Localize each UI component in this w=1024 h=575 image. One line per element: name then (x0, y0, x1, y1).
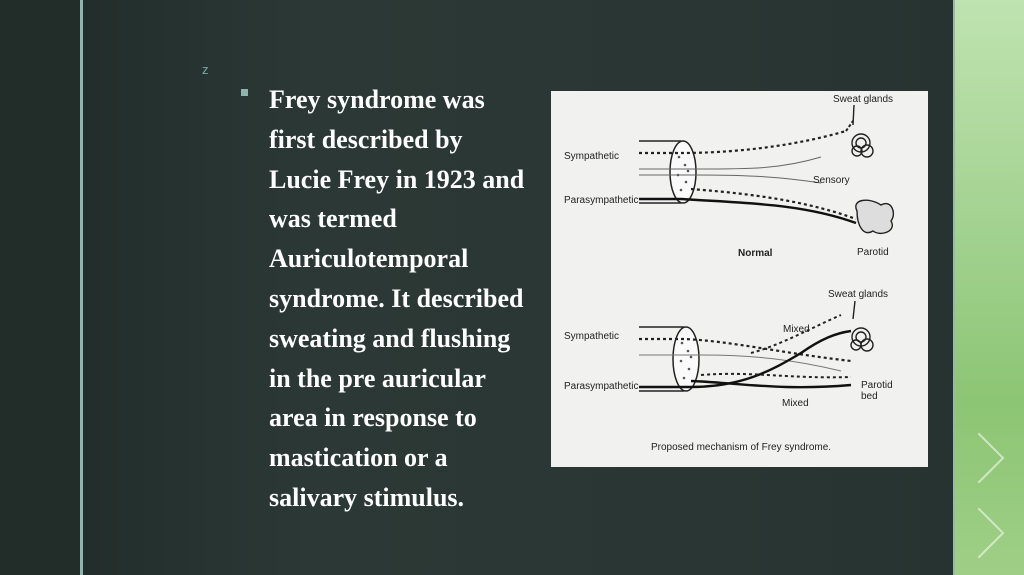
bullet-icon (241, 89, 248, 96)
frey-diagram: Sympathetic Parasympathetic Sweat glands… (564, 289, 893, 453)
right-accent-band (953, 0, 1024, 575)
nerve-diagram: Sympathetic Parasympathetic Sensory Swea… (564, 94, 895, 453)
left-rule (80, 0, 83, 575)
nerve-diagram-figure: Sympathetic Parasympathetic Sensory Swea… (551, 91, 928, 467)
nerve-trunk-normal (669, 140, 697, 204)
label-sweat-glands-normal: Sweat glands (833, 94, 893, 105)
caption-normal: Normal (738, 248, 773, 259)
right-rule (953, 0, 956, 575)
label-sweat-glands-frey: Sweat glands (828, 289, 888, 300)
normal-diagram: Sympathetic Parasympathetic Sensory Swea… (564, 94, 895, 259)
label-mixed-top: Mixed (783, 324, 810, 335)
label-parotid-bed-line1: Parotid (861, 380, 893, 391)
label-parasympathetic-frey: Parasympathetic (564, 381, 638, 392)
label-sympathetic-frey: Sympathetic (564, 331, 619, 342)
nerve-trunk-frey (672, 326, 700, 392)
corner-mark: z (202, 62, 209, 77)
caption-frey: Proposed mechanism of Frey syndrome. (651, 442, 831, 453)
label-parasympathetic-normal: Parasympathetic (564, 195, 638, 206)
chevron-decoration-icon (953, 432, 1005, 484)
parasympathetic-fiber-frey (639, 329, 852, 389)
sweat-gland-icon (850, 300, 874, 352)
label-parotid-bed-line2: bed (861, 391, 878, 402)
label-mixed-bottom: Mixed (782, 398, 809, 409)
parotid-icon (855, 199, 895, 235)
sympathetic-fiber-normal (639, 129, 847, 155)
sympathetic-fiber-frey (639, 337, 852, 363)
sweat-gland-icon (851, 104, 874, 158)
label-sympathetic-normal: Sympathetic (564, 151, 619, 162)
body-text: Frey syndrome was first described by Luc… (269, 85, 525, 512)
left-band (0, 0, 80, 575)
chevron-decoration-icon (953, 507, 1005, 559)
label-parotid-normal: Parotid (857, 247, 889, 258)
label-sensory: Sensory (813, 175, 850, 186)
